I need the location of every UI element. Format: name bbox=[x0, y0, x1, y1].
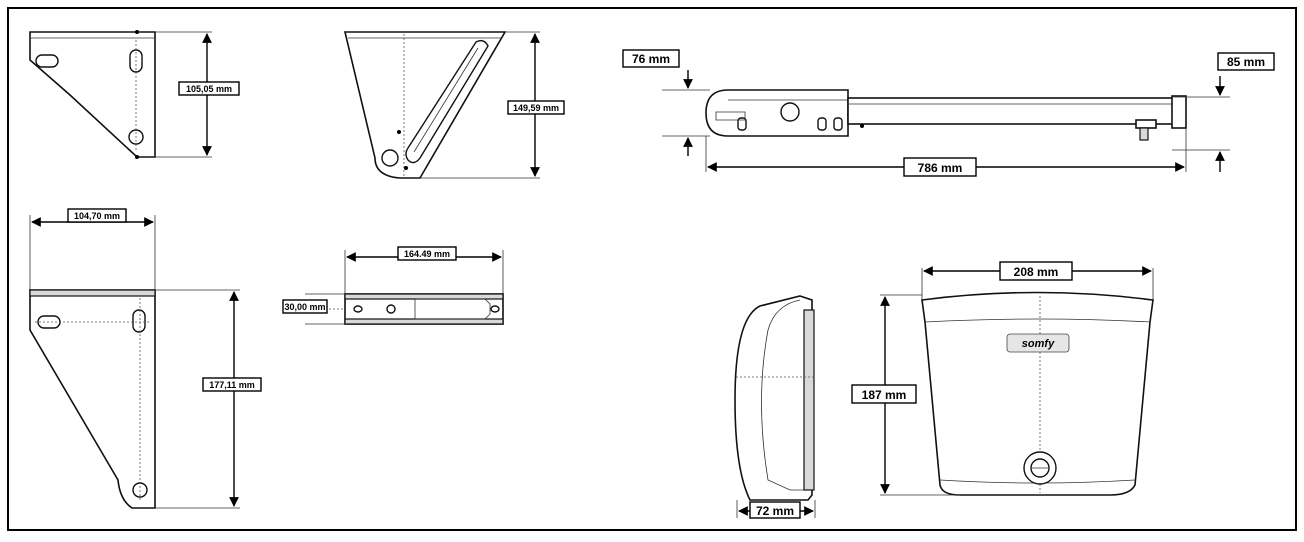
wall-bracket-small bbox=[29, 30, 212, 159]
svg-text:72 mm: 72 mm bbox=[756, 504, 794, 518]
rail-piece bbox=[305, 250, 504, 325]
svg-text:104,70 mm: 104,70 mm bbox=[74, 211, 120, 221]
arm-length-label: 786 mm bbox=[903, 157, 977, 177]
svg-text:208 mm: 208 mm bbox=[1014, 265, 1059, 279]
svg-text:187 mm: 187 mm bbox=[862, 388, 907, 402]
bracket1-height-label: 105,05 mm bbox=[178, 81, 240, 96]
bracket2-height-label: 149,59 mm bbox=[507, 100, 565, 115]
svg-text:85 mm: 85 mm bbox=[1227, 55, 1265, 69]
svg-text:149,59 mm: 149,59 mm bbox=[513, 103, 559, 113]
cover-front: somfy bbox=[880, 266, 1154, 496]
bracket3-width-label: 104,70 mm bbox=[67, 208, 127, 223]
rail-height-label: 30,00 mm bbox=[282, 299, 328, 314]
brand-logo: somfy bbox=[1022, 338, 1055, 350]
operator-arm bbox=[662, 70, 1230, 172]
svg-text:105,05 mm: 105,05 mm bbox=[186, 84, 232, 94]
svg-text:164.49 mm: 164.49 mm bbox=[404, 249, 450, 259]
cover-height-label: 187 mm bbox=[851, 384, 917, 404]
wall-bracket-slotted bbox=[343, 31, 540, 179]
rail-length-label: 164.49 mm bbox=[397, 246, 457, 261]
cover-width-label: 208 mm bbox=[999, 261, 1073, 281]
svg-text:30,00 mm: 30,00 mm bbox=[284, 302, 325, 312]
wall-bracket-large bbox=[29, 215, 240, 509]
cover-side-profile bbox=[734, 295, 816, 518]
svg-text:177,11 mm: 177,11 mm bbox=[209, 380, 255, 390]
arm-right-height-label: 85 mm bbox=[1217, 52, 1275, 71]
svg-text:786 mm: 786 mm bbox=[918, 161, 963, 175]
drawing-frame bbox=[7, 7, 1297, 531]
arm-left-height-label: 76 mm bbox=[622, 49, 680, 68]
cover-depth-label: 72 mm bbox=[749, 501, 801, 519]
bracket3-height-label: 177,11 mm bbox=[202, 377, 262, 392]
svg-text:76 mm: 76 mm bbox=[632, 52, 670, 66]
